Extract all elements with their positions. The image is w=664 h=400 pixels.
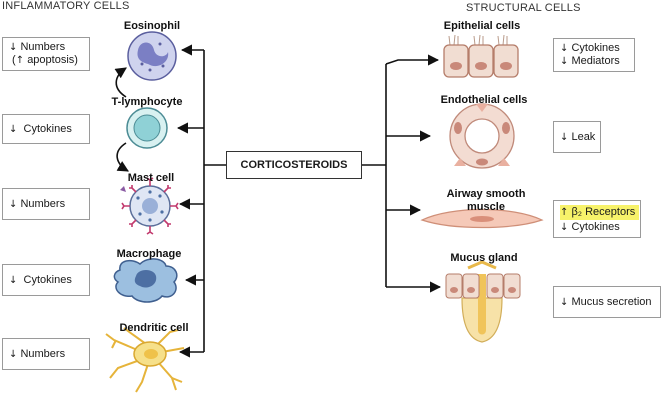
endothelial-cells-illustration bbox=[449, 103, 515, 169]
endothelial-cells-label: Endothelial cells bbox=[440, 94, 528, 106]
increase-arrow-icon: ↑ bbox=[15, 55, 25, 66]
smooth-muscle-label-line: Airway smooth bbox=[446, 188, 526, 200]
effect-text: Numbers bbox=[20, 41, 66, 53]
effect-text: Cytokines bbox=[571, 221, 620, 233]
effect-text: Cytokines bbox=[23, 123, 72, 135]
eosinophil-effects: ↓ Numbers (↑ apoptosis) bbox=[2, 37, 90, 71]
epithelial-cells-illustration bbox=[443, 34, 519, 78]
effect-text: β₂ Receptors bbox=[571, 206, 636, 218]
increase-arrow-icon: ↑ bbox=[560, 207, 569, 218]
decrease-arrow-icon: ↓ bbox=[9, 349, 18, 360]
macrophage-label: Macrophage bbox=[116, 248, 182, 260]
mast-cell-illustration bbox=[120, 177, 179, 235]
decrease-arrow-icon: ↓ bbox=[9, 42, 18, 53]
mast-cell-label: Mast cell bbox=[127, 172, 175, 184]
mucus-gland-illustration bbox=[445, 260, 521, 343]
dendritic-cell-illustration bbox=[105, 327, 185, 393]
effect-text: Cytokines bbox=[23, 274, 72, 286]
effect-text: Mediators bbox=[571, 55, 620, 67]
decrease-arrow-icon: ↓ bbox=[9, 275, 18, 286]
macrophage-effects: ↓ Cytokines bbox=[2, 264, 90, 296]
smooth-muscle-label-line: muscle bbox=[467, 201, 505, 213]
decrease-arrow-icon: ↓ bbox=[9, 124, 18, 135]
structural-cells-header: STRUCTURAL CELLS bbox=[466, 2, 581, 14]
effect-text: apoptosis bbox=[27, 54, 75, 66]
decrease-arrow-icon: ↓ bbox=[560, 43, 569, 54]
tlymphocyte-effects: ↓ Cytokines bbox=[2, 114, 90, 144]
curved-arrow-tcell-to-eosinophil bbox=[114, 67, 127, 98]
decrease-arrow-icon: ↓ bbox=[560, 56, 569, 67]
endothelial-effects: ↓ Leak bbox=[553, 121, 601, 153]
mucus-gland-effects: ↓ Mucus secretion bbox=[553, 286, 661, 318]
effect-text: Numbers bbox=[20, 198, 66, 210]
corticosteroids-label: CORTICOSTEROIDS bbox=[240, 159, 348, 171]
dendritic-cell-effects: ↓ Numbers bbox=[2, 338, 90, 370]
smooth-muscle-illustration bbox=[420, 208, 544, 229]
decrease-arrow-icon: ↓ bbox=[560, 297, 569, 308]
decrease-arrow-icon: ↓ bbox=[9, 199, 18, 210]
eosinophil-illustration bbox=[127, 31, 177, 81]
macrophage-illustration bbox=[113, 258, 178, 303]
mucus-gland-label: Mucus gland bbox=[450, 252, 518, 264]
curved-arrow-tcell-to-mast bbox=[116, 142, 129, 172]
effect-text: Leak bbox=[571, 131, 596, 143]
effect-text: Cytokines bbox=[571, 42, 620, 54]
decrease-arrow-icon: ↓ bbox=[560, 132, 569, 143]
tlymphocyte-illustration bbox=[126, 107, 168, 149]
decrease-arrow-icon: ↓ bbox=[560, 222, 569, 233]
eosinophil-label: Eosinophil bbox=[123, 20, 181, 32]
epithelial-effects: ↓ Cytokines ↓ Mediators bbox=[553, 38, 635, 72]
effect-text: Numbers bbox=[20, 348, 66, 360]
effect-text: Mucus secretion bbox=[571, 296, 652, 308]
connector-lines bbox=[114, 44, 442, 358]
mast-cell-effects: ↓ Numbers bbox=[2, 188, 90, 220]
inflammatory-cells-header: INFLAMMATORY CELLS bbox=[2, 0, 130, 12]
dendritic-cell-label: Dendritic cell bbox=[119, 322, 189, 334]
arrow-to-epithelial bbox=[385, 54, 440, 66]
tlymphocyte-label: T-lymphocyte bbox=[111, 96, 183, 108]
smooth-muscle-effects: ↑ β₂ Receptors ↓ Cytokines bbox=[553, 200, 641, 238]
smooth-muscle-label: Airway smooth muscle bbox=[428, 188, 544, 214]
epithelial-cells-label: Epithelial cells bbox=[443, 20, 521, 32]
corticosteroids-box: CORTICOSTEROIDS bbox=[226, 151, 362, 179]
